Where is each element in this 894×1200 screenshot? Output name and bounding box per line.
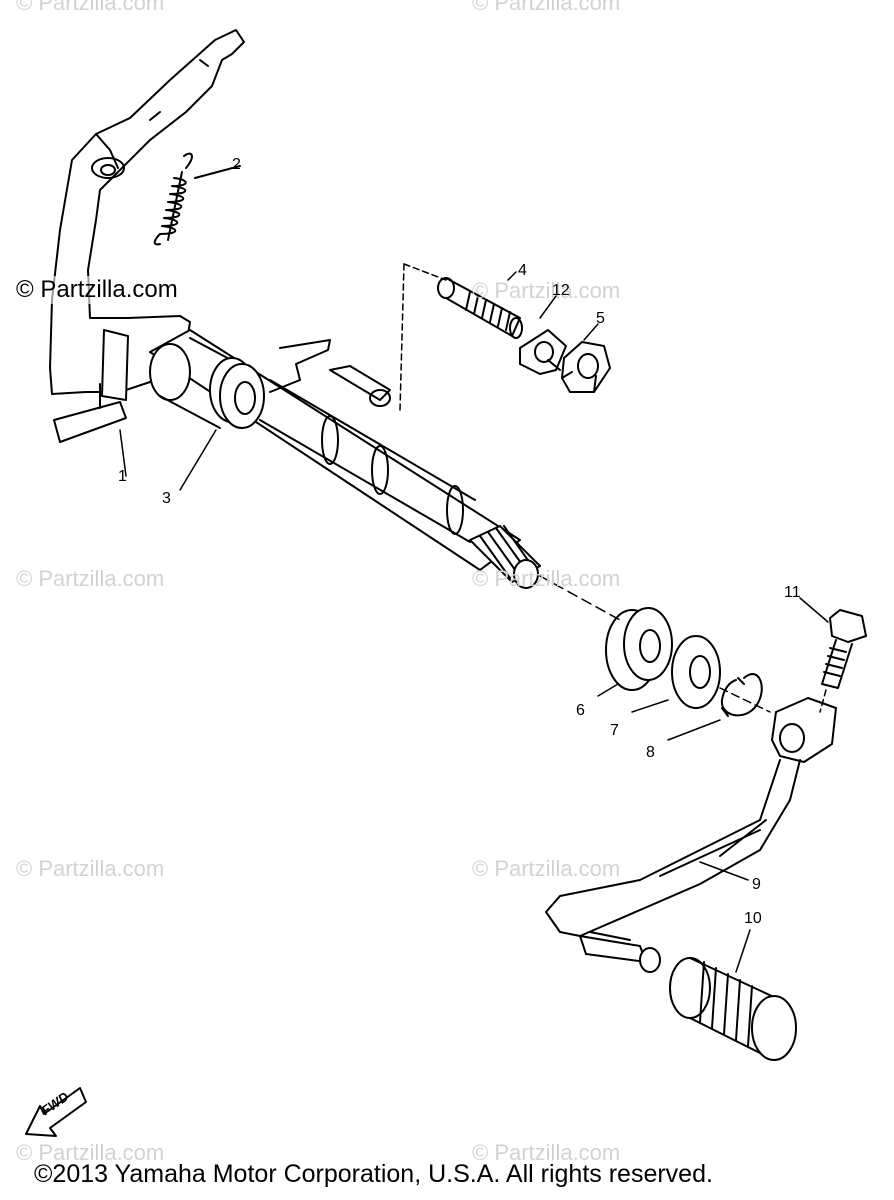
part-1-shift-arm — [49, 29, 245, 443]
callout-6: 6 — [576, 702, 585, 719]
part-10-rubber-peg — [669, 957, 797, 1061]
watermark: © Partzilla.com — [16, 566, 165, 591]
part-8-circlip — [720, 673, 763, 717]
watermark: © Partzilla.com — [16, 856, 165, 881]
callout-4: 4 — [518, 262, 527, 279]
callout-7: 7 — [610, 722, 619, 739]
callout-9: 9 — [752, 876, 761, 893]
part-12-lock-washer — [519, 329, 567, 375]
part-3-collar — [209, 357, 265, 429]
shift-shaft — [149, 329, 541, 589]
callout-12: 12 — [552, 282, 570, 299]
callout-1: 1 — [118, 468, 127, 485]
callout-3: 3 — [162, 490, 171, 507]
part-11-bolt — [821, 609, 867, 689]
watermark: © Partzilla.com — [16, 0, 165, 15]
watermark: © Partzilla.com — [472, 0, 621, 15]
copyright-notice: ©2013 Yamaha Motor Corporation, U.S.A. A… — [34, 1160, 713, 1188]
watermark: © Partzilla.com — [472, 856, 621, 881]
watermark: © Partzilla.com — [472, 566, 621, 591]
part-5-nut — [561, 341, 611, 393]
part-4-stud-bolt — [437, 277, 523, 339]
fwd-arrow-icon — [25, 1087, 87, 1137]
watermark-main: © Partzilla.com — [16, 276, 178, 304]
watermark: © Partzilla.com — [16, 1140, 165, 1165]
part-2-spring — [153, 152, 241, 246]
callout-11: 11 — [784, 584, 801, 601]
part-9-pedal-arm — [545, 697, 837, 973]
callout-2: 2 — [232, 156, 241, 173]
callout-5: 5 — [596, 310, 605, 327]
callout-10: 10 — [744, 910, 762, 927]
part-7-washer — [671, 635, 721, 709]
callout-8: 8 — [646, 744, 655, 761]
watermark: © Partzilla.com — [472, 278, 621, 303]
part-6-seal — [605, 607, 673, 691]
watermark: © Partzilla.com — [472, 1140, 621, 1165]
